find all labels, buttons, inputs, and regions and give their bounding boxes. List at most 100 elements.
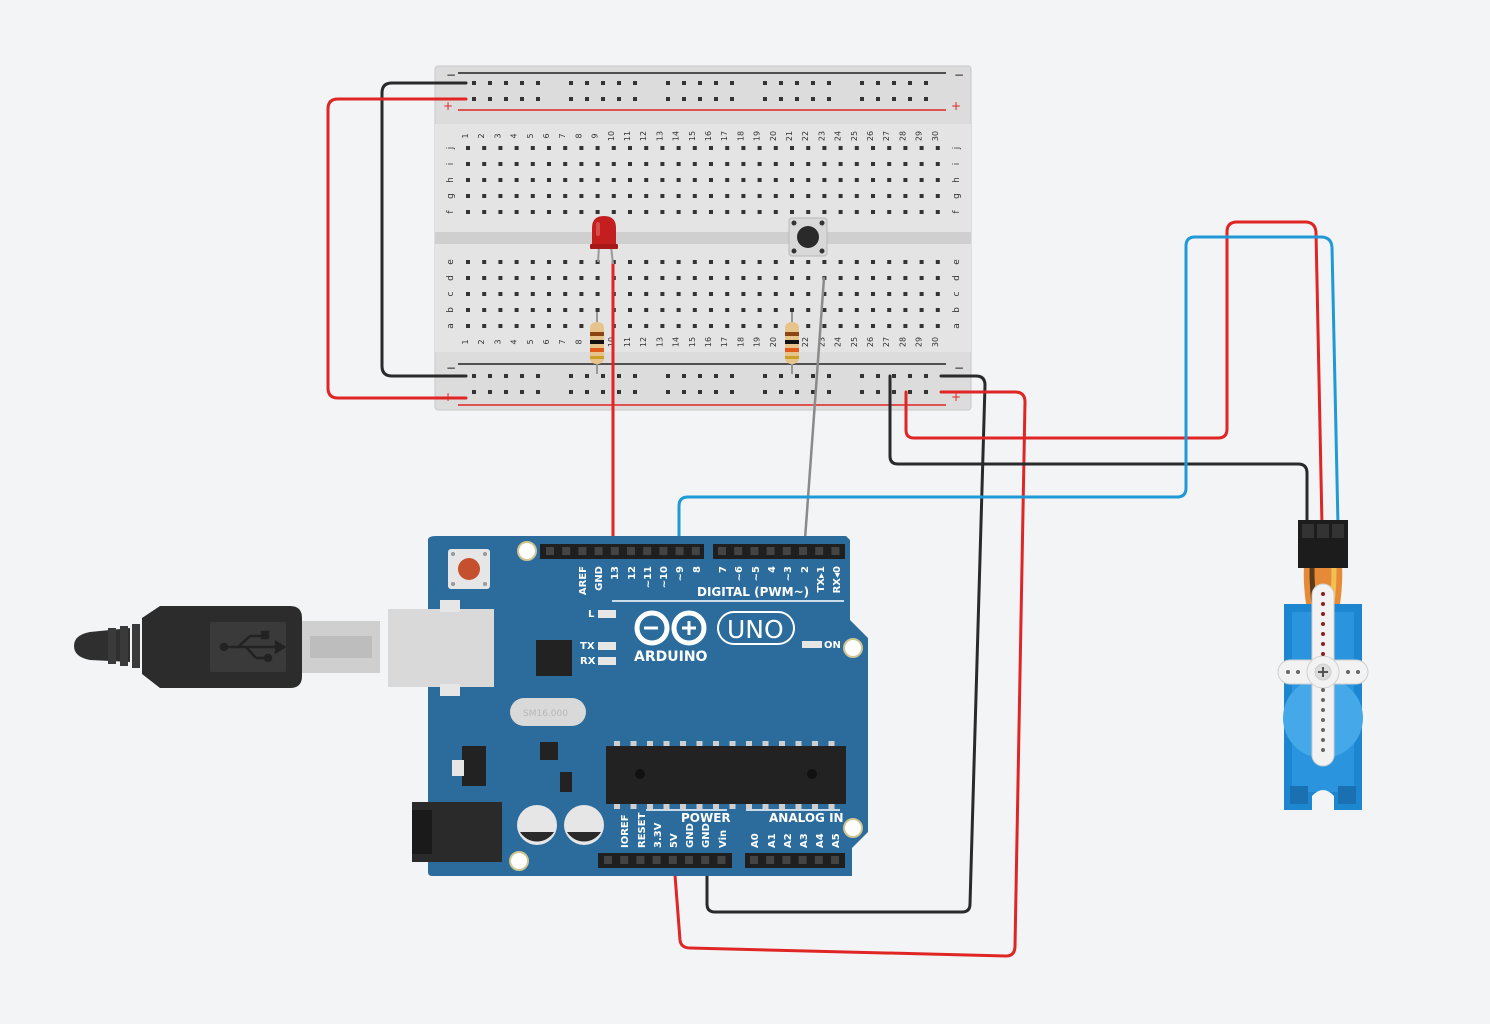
servo-horn[interactable] — [1277, 583, 1369, 767]
rail-minus-label: − — [954, 361, 964, 375]
row-letter: a — [446, 323, 456, 329]
resistor-button[interactable] — [785, 312, 799, 374]
pin-socket[interactable] — [831, 856, 839, 864]
wire-black-gnd-rail[interactable] — [705, 374, 987, 914]
power-pin-label: 3.3V — [653, 822, 664, 848]
analog-pin-label: A3 — [799, 833, 810, 848]
pin-socket[interactable] — [734, 547, 743, 555]
wires — [326, 81, 1340, 958]
column-number: 11 — [623, 337, 632, 347]
column-number: 9 — [591, 133, 600, 138]
pin-socket[interactable] — [594, 547, 603, 555]
usb-cable[interactable] — [74, 606, 380, 688]
pin-socket[interactable] — [798, 856, 807, 864]
pin-socket[interactable] — [652, 856, 661, 864]
power-header-label: POWER — [681, 811, 731, 825]
power-pin-sockets[interactable] — [604, 856, 839, 864]
digital-pin-label: GND — [594, 566, 605, 591]
row-letter: f — [446, 210, 456, 214]
pin-socket[interactable] — [766, 856, 775, 864]
pin-socket[interactable] — [718, 547, 726, 555]
row-letter: i — [446, 163, 456, 166]
pin-socket[interactable] — [610, 547, 619, 555]
on-led-label: ON — [824, 640, 841, 651]
pin-socket[interactable] — [604, 856, 612, 864]
pin-socket[interactable] — [701, 856, 710, 864]
pin-socket[interactable] — [717, 856, 726, 864]
digital-pin-label: 8 — [692, 566, 703, 573]
wire-red-rail-jumper[interactable] — [326, 97, 468, 400]
rail-minus-label: − — [446, 68, 456, 82]
pin-socket[interactable] — [782, 547, 791, 555]
row-letter: g — [446, 193, 456, 199]
red-led[interactable] — [590, 216, 618, 265]
pin-socket[interactable] — [815, 547, 824, 555]
pin-socket[interactable] — [782, 856, 791, 864]
pin-socket[interactable] — [799, 547, 807, 555]
row-letter: b — [446, 307, 456, 313]
wire-black-rail-jumper[interactable] — [380, 81, 468, 378]
pin-socket[interactable] — [636, 856, 645, 864]
digital-pin-label: 7 — [718, 566, 729, 573]
analog-pin-label: A1 — [767, 833, 778, 848]
pin-socket[interactable] — [766, 547, 775, 555]
pin-socket[interactable] — [831, 547, 840, 555]
wire-black-servo-gnd[interactable] — [888, 374, 1309, 528]
wire-red-5v-rail[interactable] — [672, 390, 1027, 958]
column-number: 30 — [931, 337, 940, 347]
pin-socket[interactable] — [750, 856, 758, 864]
pin-socket[interactable] — [750, 547, 759, 555]
pin-socket[interactable] — [562, 547, 571, 555]
digital-pin-label: ~3 — [783, 566, 794, 581]
pin-socket[interactable] — [675, 547, 684, 555]
rail-plus-label: + — [951, 390, 961, 404]
digital-pin-label: ~5 — [751, 566, 762, 581]
pin-socket[interactable] — [659, 547, 668, 555]
analog-pin-label: A5 — [831, 833, 842, 848]
pin-socket[interactable] — [627, 547, 635, 555]
resistor-led[interactable] — [590, 312, 604, 374]
wire-red-servo-power[interactable] — [904, 220, 1324, 528]
pin-socket[interactable] — [643, 547, 652, 555]
wire-gray-button-pin2[interactable] — [802, 276, 826, 555]
digital-pin-sockets[interactable] — [546, 547, 840, 555]
pin-socket[interactable] — [578, 547, 587, 555]
digital-header-label: DIGITAL (PWM~) — [697, 585, 809, 599]
pin-socket[interactable] — [691, 547, 700, 555]
pin-socket[interactable] — [685, 856, 693, 864]
row-letter: h — [446, 177, 456, 183]
micro-servo[interactable] — [1277, 520, 1369, 810]
column-number: 8 — [574, 339, 583, 344]
column-number: 26 — [866, 131, 875, 141]
mounting-hole — [509, 851, 529, 871]
mounting-hole — [843, 818, 863, 838]
push-button[interactable] — [788, 217, 828, 257]
digital-pin-label: 4 — [767, 566, 778, 573]
reset-button[interactable] — [448, 549, 490, 589]
pin-socket[interactable] — [814, 856, 823, 864]
column-number: 4 — [510, 339, 519, 344]
transistor — [560, 772, 572, 792]
power-pin-label: RESET — [637, 812, 648, 848]
rx-led-label: RX — [580, 656, 596, 667]
pin-socket[interactable] — [620, 856, 629, 864]
column-number: 4 — [510, 133, 519, 138]
digital-pin-label: AREF — [578, 566, 589, 595]
wire-blue-servo-signal[interactable] — [677, 235, 1340, 555]
row-letter: d — [952, 275, 962, 281]
breadboard[interactable]: − + − + − + − + 112233445566778899101011… — [434, 65, 972, 411]
rail-minus-label: − — [954, 68, 964, 82]
column-number: 30 — [931, 131, 940, 141]
pin-socket[interactable] — [546, 547, 554, 555]
digital-pin-label: ~10 — [659, 566, 670, 588]
pin-socket[interactable] — [668, 856, 677, 864]
row-letter: g — [952, 193, 962, 199]
column-number: 7 — [558, 339, 567, 344]
row-letter: e — [952, 259, 962, 265]
analog-pin-label: A0 — [750, 833, 761, 848]
column-number: 5 — [526, 339, 535, 344]
column-number: 29 — [915, 131, 924, 141]
uno-model-text: UNO — [727, 615, 784, 644]
